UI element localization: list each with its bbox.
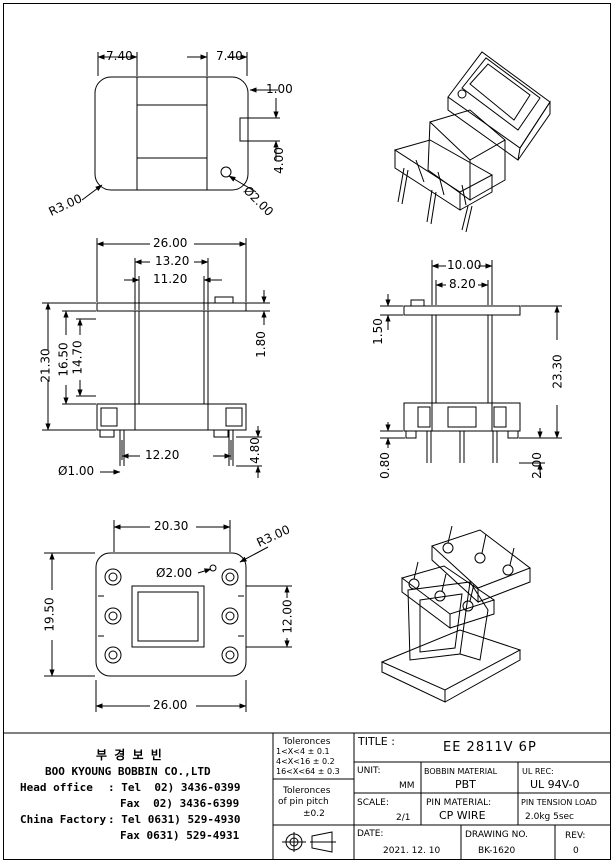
isometric-view-top — [393, 51, 551, 233]
date-label: DATE: — [357, 829, 384, 839]
scale-value: 2/1 — [396, 813, 411, 823]
side-height-overall: 23.30 — [550, 354, 565, 389]
side-width-inner: 8.20 — [449, 277, 476, 291]
pin-material-value: CP WIRE — [439, 809, 486, 822]
top-dim-right: 7.40 — [216, 49, 243, 63]
isometric-view-bottom — [380, 525, 532, 703]
revision-value: 0 — [573, 846, 579, 856]
unit-label: UNIT: — [357, 766, 381, 776]
front-width-overall: 26.00 — [153, 236, 188, 250]
title-value: EE 2811V 6P — [443, 740, 537, 755]
pin-tension-label: PIN TENSION LOAD — [521, 798, 597, 807]
head-office-tel: : Tel 02) 3436-0399 — [108, 781, 241, 794]
tolerance-row-2: 4<X<16 ± 0.2 — [276, 757, 335, 766]
date-value: 2021. 12. 10 — [383, 846, 441, 856]
side-pin-length: 2.00 — [529, 452, 544, 479]
front-view — [42, 238, 270, 478]
revision-label: REV: — [565, 831, 586, 841]
china-factory-tel: : Tel 0631) 529-4930 — [108, 813, 241, 826]
drawing-number-value: BK-1620 — [478, 846, 516, 856]
pitch-tolerance-title: Toleronces — [283, 786, 331, 796]
sheet-border — [3, 3, 611, 860]
company-name-english: BOO KYOUNG BOBBIN CO.,LTD — [45, 765, 211, 778]
scale-label: SCALE: — [357, 798, 389, 808]
pitch-tolerance-value: ±0.2 — [303, 809, 325, 819]
head-office-fax: Fax 02) 3436-6399 — [120, 797, 240, 810]
side-view — [380, 260, 562, 474]
ul-rec-value: UL 94V-0 — [530, 778, 580, 791]
tolerance-row-1: 1<X<4 ± 0.1 — [276, 747, 330, 756]
front-height-overall: 21.30 — [38, 348, 53, 383]
front-height-window: 14.70 — [70, 340, 85, 375]
front-flange-thickness: 1.80 — [253, 331, 268, 358]
head-office-label: Head office — [20, 781, 93, 794]
top-dim-tab-height: 4.00 — [271, 147, 286, 174]
china-factory-fax: Fax 0631) 529-4931 — [120, 829, 240, 842]
pitch-tolerance-line2: of pin pitch — [278, 797, 329, 807]
front-width-inner: 11.20 — [153, 272, 188, 286]
pin-tension-value: 2.0kg 5sec — [525, 812, 574, 822]
top-dim-tab: 1.00 — [266, 82, 293, 96]
bottom-view — [44, 520, 292, 712]
bobbin-material-label: BOBBIN MATERIAL — [424, 767, 498, 776]
bottom-width-top: 20.30 — [154, 519, 189, 533]
front-pin-length: 4.80 — [247, 437, 262, 464]
drawing-number-label: DRAWING NO. — [465, 830, 528, 840]
front-pin-spacing: 12.20 — [145, 448, 180, 462]
bottom-width: 26.00 — [153, 698, 188, 712]
title-block-grid — [3, 732, 611, 860]
bottom-inner-height: 12.00 — [280, 599, 295, 634]
front-height-flange: 16.50 — [56, 342, 71, 377]
top-view — [81, 52, 280, 201]
bobbin-material-value: PBT — [455, 778, 476, 791]
top-dim-left: 7.40 — [106, 49, 133, 63]
side-pin-offset: 0.80 — [377, 452, 392, 479]
tolerances-title: Toleronces — [283, 737, 331, 747]
bottom-height: 19.50 — [42, 597, 57, 632]
ul-rec-label: UL REC: — [522, 767, 554, 776]
company-name-korean: 부 경 보 빈 — [96, 748, 162, 762]
bottom-hole: Ø2.00 — [156, 566, 193, 580]
side-flange-thickness: 1.50 — [370, 318, 385, 345]
china-factory-label: China Factory — [20, 813, 107, 826]
pin-material-label: PIN MATERIAL: — [426, 798, 492, 808]
tolerance-row-3: 16<X<64 ± 0.3 — [276, 767, 340, 776]
unit-value: MM — [399, 781, 415, 791]
front-pin-dia: Ø1.00 — [58, 464, 95, 478]
side-width-core: 10.00 — [447, 258, 482, 272]
title-label: TITLE : — [358, 735, 395, 748]
front-width-core: 13.20 — [155, 254, 190, 268]
